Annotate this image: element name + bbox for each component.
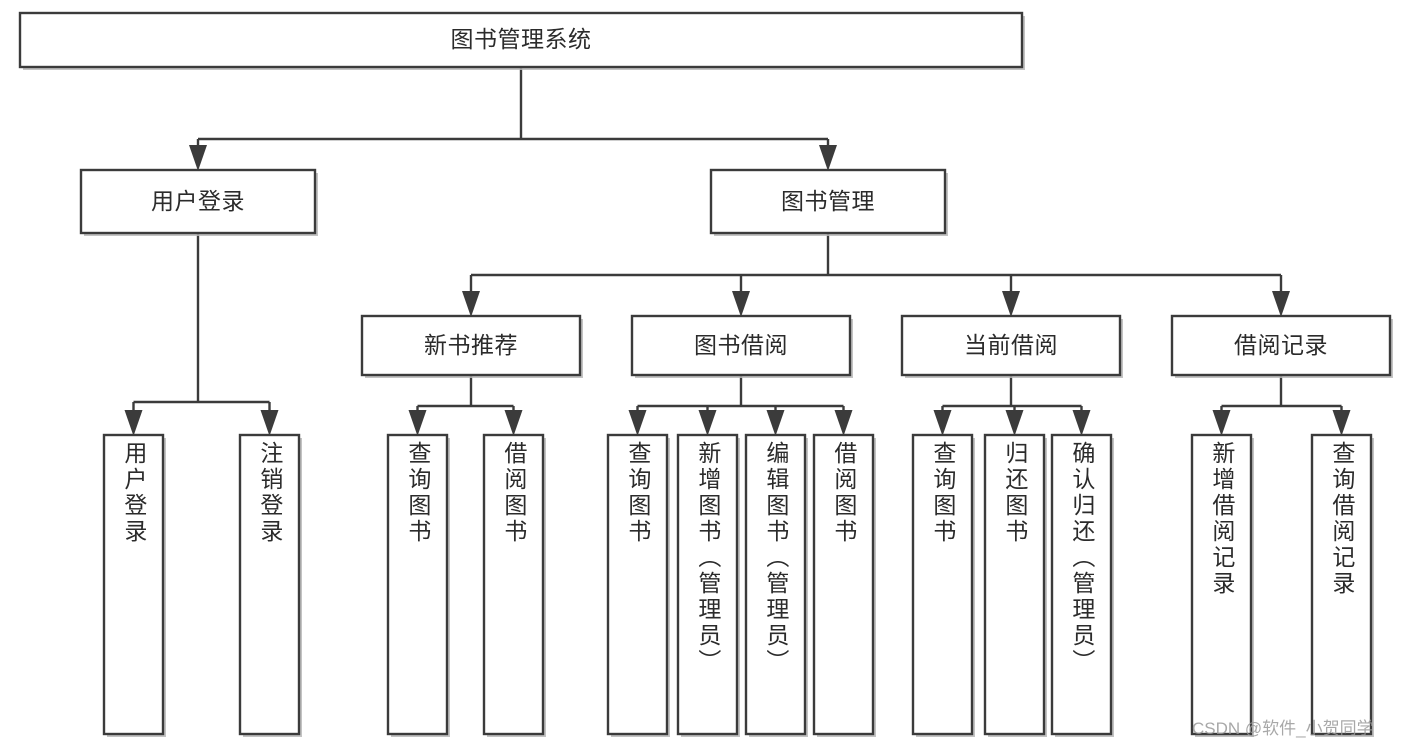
arrow-head-icon	[124, 410, 143, 436]
arrow-head-icon	[1005, 410, 1024, 436]
arrow-head-icon	[1272, 291, 1290, 317]
arrow-head-icon	[766, 410, 785, 436]
node-box-leaf-add-book-admin[interactable]	[676, 433, 739, 736]
arrow-head-icon	[1332, 410, 1351, 436]
arrow-head-icon	[933, 410, 952, 436]
node-box-book-borrow[interactable]	[630, 314, 852, 377]
arrow-head-icon	[834, 410, 853, 436]
node-box-borrow-record[interactable]	[1170, 314, 1392, 377]
arrow-head-icon	[1212, 410, 1231, 436]
node-box-leaf-confirm-return-admin[interactable]	[1050, 433, 1113, 736]
arrow-head-icon	[504, 410, 523, 436]
arrow-head-icon	[189, 145, 207, 171]
arrow-head-icon	[408, 410, 427, 436]
node-box-leaf-query-book-current[interactable]	[911, 433, 974, 736]
arrow-head-icon	[260, 410, 279, 436]
arrow-head-icon	[1002, 291, 1020, 317]
arrow-head-icon	[1072, 410, 1091, 436]
node-box-leaf-return-book[interactable]	[983, 433, 1046, 736]
node-box-user-login[interactable]	[79, 168, 317, 235]
arrow-head-icon	[462, 291, 480, 317]
node-box-leaf-query-borrow-record[interactable]	[1310, 433, 1373, 736]
node-box-leaf-borrow-book[interactable]	[812, 433, 875, 736]
arrow-head-icon	[698, 410, 717, 436]
node-box-leaf-borrow-book-rec[interactable]	[482, 433, 545, 736]
node-box-book-manage[interactable]	[709, 168, 947, 235]
node-box-leaf-edit-book-admin[interactable]	[744, 433, 807, 736]
node-box-root[interactable]	[18, 11, 1024, 69]
node-box-leaf-user-login[interactable]	[102, 433, 165, 736]
arrow-head-icon	[628, 410, 647, 436]
node-box-new-book-rec[interactable]	[360, 314, 582, 377]
arrow-head-icon	[819, 145, 837, 171]
arrow-head-icon	[732, 291, 750, 317]
node-box-leaf-add-borrow-record[interactable]	[1190, 433, 1253, 736]
node-box-leaf-logout[interactable]	[238, 433, 301, 736]
node-box-leaf-query-book-rec[interactable]	[386, 433, 449, 736]
node-box-leaf-query-book-borrow[interactable]	[606, 433, 669, 736]
connector-layer	[124, 67, 1351, 436]
node-box-current-borrow[interactable]	[900, 314, 1122, 377]
node-box-layer	[18, 11, 1393, 737]
csdn-watermark: CSDN @软件_小贺同学	[1192, 719, 1374, 738]
